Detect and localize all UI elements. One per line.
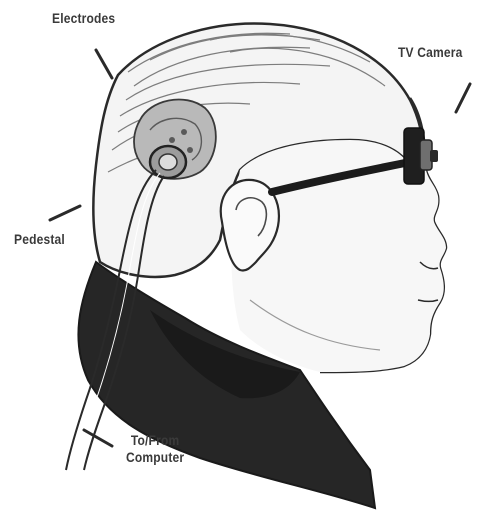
to-from-label-line2: Computer xyxy=(126,449,184,466)
pointer-pedestal xyxy=(50,206,80,220)
to-from-computer-label: To/From Computer xyxy=(126,432,184,466)
pedestal-label: Pedestal xyxy=(14,231,65,248)
pointer-tv-camera xyxy=(456,84,470,112)
tv-camera-label: TV Camera xyxy=(398,44,462,61)
electrodes-label: Electrodes xyxy=(52,10,115,27)
pedestal-connector xyxy=(150,146,186,178)
pointer-electrodes xyxy=(96,50,112,78)
pointer-to-from-computer xyxy=(84,430,112,446)
to-from-label-line1: To/From xyxy=(126,432,184,449)
tv-camera-device xyxy=(404,128,438,184)
